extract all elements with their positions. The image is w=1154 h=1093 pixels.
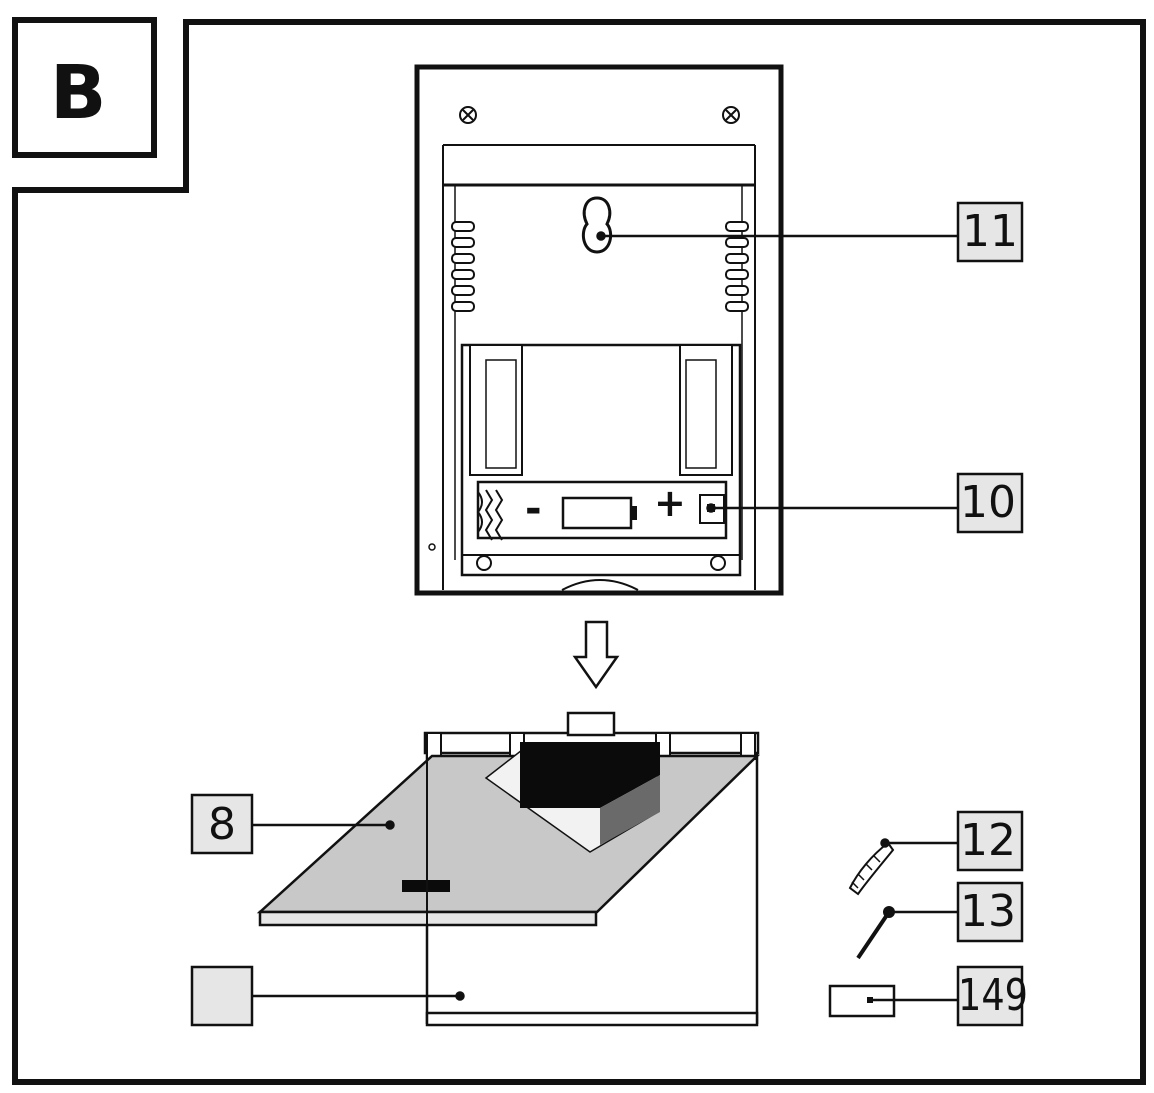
screw-part-icon <box>856 906 895 960</box>
callout-149: 149 <box>956 965 1028 1027</box>
screw-icon <box>722 106 740 124</box>
panel-label: B <box>50 50 106 136</box>
down-arrow-icon <box>572 620 620 690</box>
wall-plug-icon <box>848 841 895 896</box>
callout-8: 8 <box>190 793 254 855</box>
outer-frame <box>12 19 1146 1085</box>
panel-label-box <box>12 17 157 158</box>
callout-10: 10 <box>956 472 1024 534</box>
callout-10-label: 10 <box>960 477 1016 528</box>
callout-13-label: 13 <box>960 886 1016 937</box>
vent-slots-right <box>725 221 749 312</box>
battery-minus-sign: - <box>525 486 542 532</box>
callout-12: 12 <box>956 810 1024 872</box>
stand-assembly <box>256 711 761 1027</box>
battery-compartment <box>460 343 742 591</box>
callout-blank <box>190 965 254 1027</box>
callout-11-label: 11 <box>962 206 1018 257</box>
callout-13: 13 <box>956 881 1024 943</box>
callout-12-label: 12 <box>960 815 1016 866</box>
battery-icon <box>476 480 728 541</box>
keyhole-hanger-icon <box>581 196 613 254</box>
callout-149-label: 149 <box>958 970 1028 1021</box>
callout-11: 11 <box>956 201 1024 263</box>
screw-icon <box>459 106 477 124</box>
callout-8-label: 8 <box>208 799 236 850</box>
battery-plus-sign: + <box>654 481 686 525</box>
latch-dark-block <box>520 742 660 808</box>
vent-slots-left <box>451 221 475 312</box>
device-back-view: - + <box>414 64 784 596</box>
